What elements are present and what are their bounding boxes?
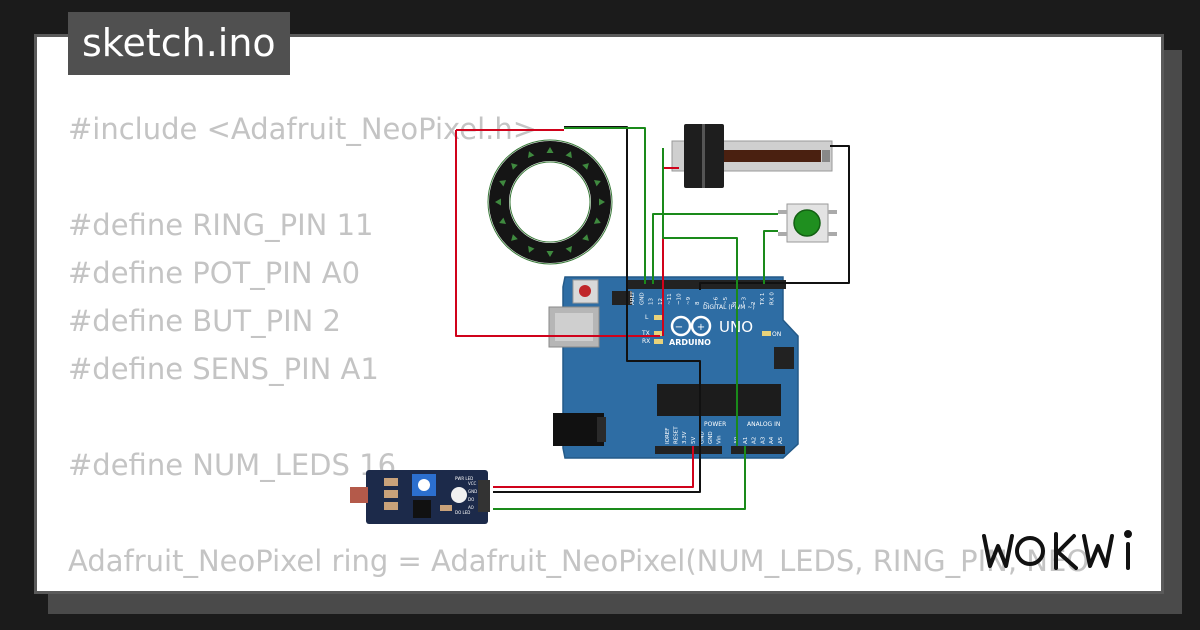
neopixel-led — [546, 147, 554, 153]
digital-label: DIGITAL (PWM ~) — [703, 304, 755, 311]
pin-label: ~6 — [714, 296, 720, 305]
wire-sensor-gnd[interactable] — [493, 446, 701, 493]
pin-label: A1 — [743, 437, 749, 444]
pin-label: 12 — [658, 298, 664, 305]
wire-button-signal[interactable] — [763, 230, 778, 284]
pwr-led-label: PWR LED — [455, 476, 473, 481]
do-led-label: DO LED — [455, 510, 470, 515]
neopixel-led — [565, 246, 572, 253]
pin-label: GND — [708, 431, 714, 444]
svg-text:−: − — [675, 322, 683, 333]
pin-label: Vin — [717, 435, 723, 444]
pin-label: RX 0 — [770, 292, 776, 305]
code-line: #define NUM_LEDS 16 — [68, 448, 397, 482]
svg-text:+: + — [697, 322, 705, 333]
analog-label: ANALOG IN — [747, 421, 780, 428]
pin-label: ~11 — [667, 293, 673, 305]
ao-label: AO — [468, 505, 474, 510]
tx-label: TX — [641, 330, 650, 337]
photoresistor-module-icon[interactable]: PWR LED DO LED VCC GND DO AO — [350, 470, 490, 524]
pin-label: 8 — [695, 301, 701, 305]
pin-label: 5V — [691, 437, 697, 444]
wokwi-logo-icon — [982, 530, 1132, 570]
pin-label: TX 1 — [760, 293, 766, 306]
pin-label: 3.3V — [682, 431, 688, 444]
pin-label: 2 — [751, 302, 757, 306]
neopixel-led — [546, 251, 554, 257]
pin-label: GND — [639, 292, 645, 305]
neopixel-led — [499, 180, 507, 187]
code-editor[interactable]: #include <Adafruit_NeoPixel.h>#define RI… — [68, 105, 1089, 585]
code-line: #define POT_PIN A0 — [68, 256, 361, 290]
pin-label: ~3 — [742, 296, 748, 305]
pin-label: A2 — [752, 437, 758, 444]
neopixel-led — [499, 217, 506, 224]
pin-label: A5 — [778, 436, 784, 444]
neopixel-led — [599, 198, 605, 206]
wire-pot-signal[interactable] — [662, 148, 738, 446]
neopixel-led — [594, 180, 601, 187]
gnd-label: GND — [468, 489, 477, 494]
wire-sensor-power[interactable] — [493, 446, 694, 488]
board-brand-label: ARDUINO — [669, 338, 711, 347]
wire-button-ground[interactable] — [652, 213, 778, 284]
rx-label: RX — [642, 338, 650, 345]
neopixel-led — [582, 163, 589, 170]
pin-label: RESET — [674, 426, 680, 444]
code-line: #define RING_PIN 11 — [68, 208, 374, 242]
code-line: Adafruit_NeoPixel ring = Adafruit_NeoPix… — [68, 544, 1090, 578]
neopixel-led — [593, 217, 601, 224]
wire-ring-data[interactable] — [564, 127, 646, 284]
neopixel-led — [495, 198, 501, 206]
pin-label: 13 — [649, 298, 655, 305]
vcc-label: VCC — [468, 481, 477, 486]
neopixel-led — [528, 245, 535, 253]
pin-label: A4 — [769, 436, 775, 444]
neopixel-led — [511, 163, 518, 170]
pin-label: IOREF — [665, 428, 671, 444]
pin-label: 4 — [732, 301, 738, 305]
neopixel-led — [511, 234, 518, 241]
wire-sensor-signal[interactable] — [493, 446, 746, 510]
pin-label: ~5 — [723, 296, 729, 305]
neopixel-ring-icon[interactable] — [487, 139, 613, 265]
pushbutton-icon[interactable] — [778, 203, 837, 243]
wire-pot-gnd[interactable] — [699, 145, 850, 290]
do-label: DO — [468, 497, 474, 502]
neopixel-led — [565, 151, 572, 159]
pin-label: ~9 — [686, 296, 692, 305]
pin-label: ~10 — [677, 293, 683, 305]
code-line: #define SENS_PIN A1 — [68, 352, 379, 386]
pin-label: 7 — [704, 301, 710, 305]
code-line: #define BUT_PIN 2 — [68, 304, 341, 338]
pin-label: A3 — [760, 436, 766, 444]
neopixel-led — [582, 234, 589, 241]
on-label: ON — [772, 331, 781, 338]
sketch-filename-tab[interactable]: sketch.ino — [68, 12, 290, 75]
power-label: POWER — [704, 421, 726, 428]
arduino-uno-icon[interactable]: − + UNO ARDUINO DIGITAL (PWM ~) POWER AN… — [548, 276, 799, 459]
l-label: L — [645, 314, 649, 321]
slide-potentiometer-icon[interactable] — [671, 124, 833, 188]
pin-label: AREF — [630, 291, 636, 305]
pin-label: GND — [699, 431, 705, 444]
wire-ring-power[interactable] — [455, 130, 660, 337]
neopixel-led — [528, 151, 535, 158]
